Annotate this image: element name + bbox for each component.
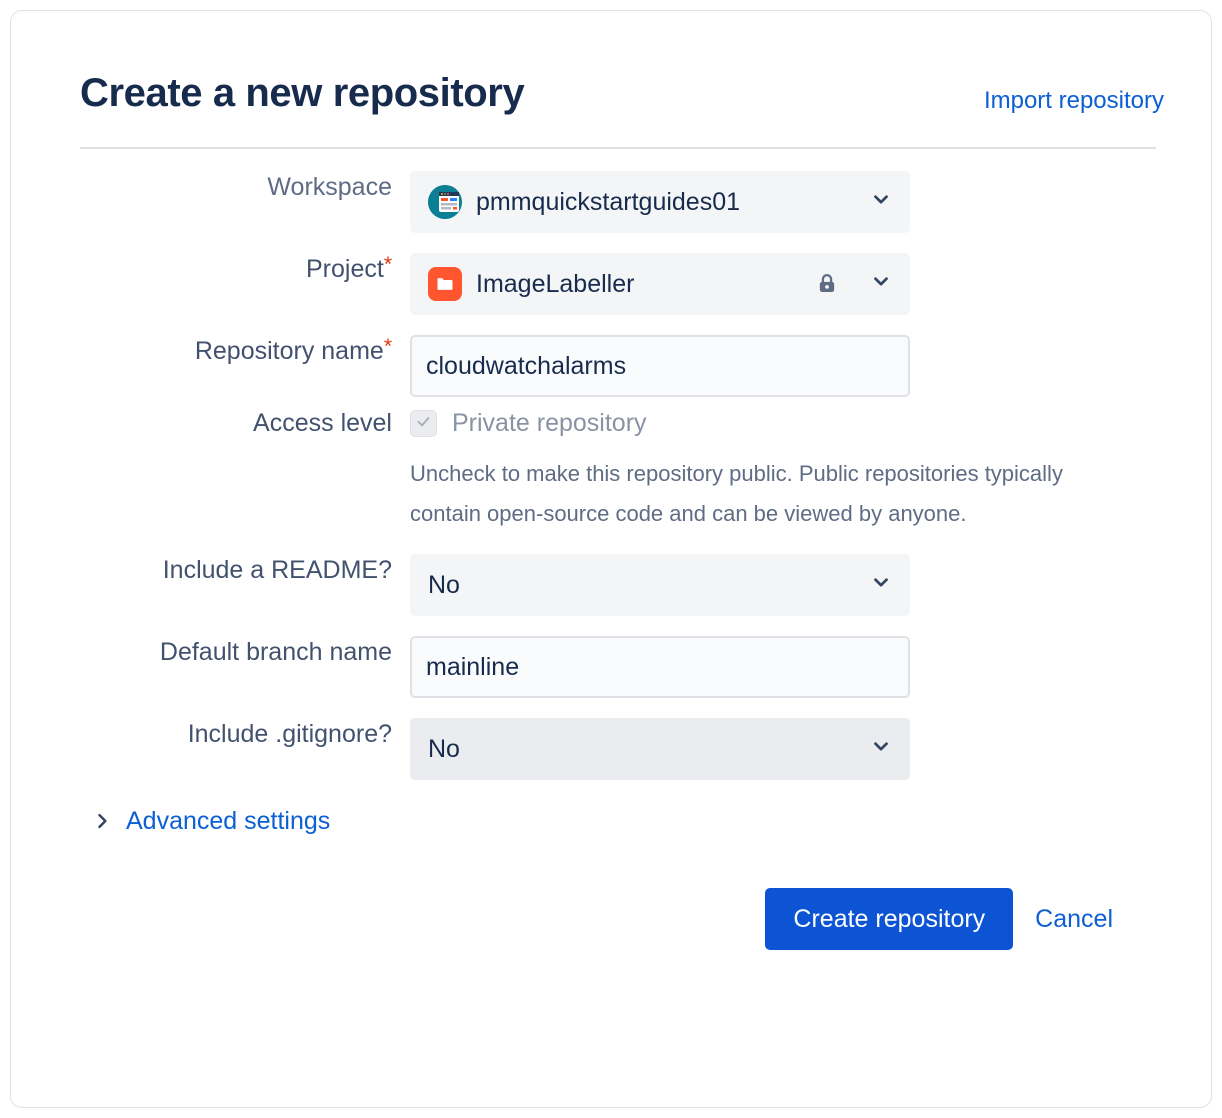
include-readme-value: No (428, 570, 460, 599)
field-row-workspace: Workspace (80, 171, 1164, 233)
cancel-button[interactable]: Cancel (1025, 905, 1123, 934)
chevron-down-icon (870, 571, 892, 600)
project-value: ImageLabeller (476, 269, 635, 298)
workspace-value: pmmquickstartguides01 (476, 187, 741, 216)
project-select[interactable]: ImageLabeller (410, 253, 910, 315)
chevron-right-icon (92, 811, 112, 831)
create-repository-button[interactable]: Create repository (765, 888, 1014, 950)
include-gitignore-label: Include .gitignore? (187, 720, 392, 748)
field-row-access-level: Access level Private repository (80, 407, 1164, 534)
workspace-label: Workspace (267, 173, 392, 201)
card-header: Create a new repository Import repositor… (80, 69, 1164, 117)
private-repository-checkbox[interactable] (410, 410, 437, 437)
private-repository-checkbox-row[interactable]: Private repository (410, 407, 1082, 440)
field-row-default-branch-name: Default branch name (80, 636, 1164, 698)
form-actions: Create repository Cancel (80, 888, 1164, 950)
workspace-select[interactable]: pmmquickstartguides01 (410, 171, 910, 233)
include-gitignore-value: No (428, 734, 460, 763)
repository-name-required-marker: * (383, 335, 392, 358)
project-label-text: Project (306, 255, 384, 283)
default-branch-name-input[interactable] (410, 636, 910, 698)
repository-name-input[interactable] (410, 335, 910, 397)
workspace-avatar-icon (428, 185, 462, 219)
chevron-down-icon (870, 735, 892, 764)
include-readme-select[interactable]: No (410, 554, 910, 616)
header-divider (80, 147, 1156, 149)
field-row-include-readme: Include a README? No (80, 554, 1164, 616)
advanced-settings-toggle[interactable]: Advanced settings (92, 806, 330, 836)
include-readme-label: Include a README? (162, 556, 392, 584)
folder-icon (428, 267, 462, 301)
page-title: Create a new repository (80, 71, 525, 115)
project-label: Project* (80, 253, 410, 286)
chevron-down-icon (870, 270, 892, 299)
import-repository-link[interactable]: Import repository (983, 87, 1164, 114)
field-row-project: Project* ImageLabeller (80, 253, 1164, 315)
create-repository-card: Create a new repository Import repositor… (10, 10, 1212, 1108)
access-level-label: Access level (253, 409, 392, 437)
lock-icon (814, 271, 840, 297)
private-repository-label: Private repository (452, 409, 647, 437)
default-branch-name-label: Default branch name (159, 638, 392, 666)
field-row-include-gitignore: Include .gitignore? No (80, 718, 1164, 780)
advanced-settings-label: Advanced settings (126, 807, 331, 835)
chevron-down-icon (870, 188, 892, 217)
repository-name-label: Repository name* (80, 335, 410, 368)
project-required-marker: * (383, 253, 392, 276)
include-gitignore-select[interactable]: No (410, 718, 910, 780)
repository-name-label-text: Repository name (194, 337, 384, 365)
create-repository-form: Workspace (80, 171, 1164, 950)
field-row-repository-name: Repository name* (80, 335, 1164, 397)
access-level-help-text: Uncheck to make this repository public. … (410, 461, 1063, 526)
check-icon (415, 413, 432, 435)
